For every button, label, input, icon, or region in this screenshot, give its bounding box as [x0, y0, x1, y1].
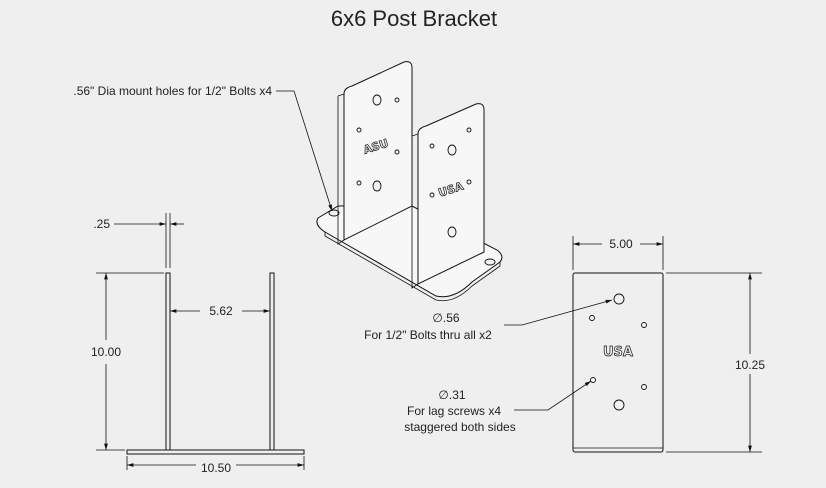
- width-dim: 5.00: [609, 237, 633, 251]
- isometric-view: ASU USA: [316, 61, 503, 302]
- lag-note-1: For lag screws x4: [407, 404, 501, 418]
- iso-mount-hole: [328, 209, 340, 217]
- iso-mount-hole: [484, 258, 496, 266]
- iso-lag-hole: [466, 179, 472, 185]
- mount-hole-note: .56" Dia mount holes for 1/2" Bolts x4: [73, 84, 272, 98]
- iso-right-upright: [417, 103, 485, 285]
- bolt-leader: [504, 299, 613, 326]
- lag-dia-label: ∅.31: [438, 388, 465, 402]
- lag-note-2: staggered both sides: [404, 420, 515, 434]
- iso-right-upright-edge: [411, 133, 419, 289]
- side-plate: [572, 272, 664, 453]
- lag-leader: [514, 380, 592, 411]
- iso-lag-hole: [394, 97, 400, 103]
- drawing-title: 6x6 Post Bracket: [331, 6, 497, 31]
- side-height-dim: 10.25: [735, 358, 765, 372]
- iso-lag-hole: [429, 192, 435, 198]
- iso-lag-hole: [394, 149, 400, 155]
- base-length-dim: 10.50: [201, 461, 231, 475]
- mount-hole-leader: [276, 90, 333, 212]
- front-base-plate: [126, 449, 305, 455]
- bolt-dia-label: ∅.56: [432, 311, 459, 325]
- side-bolt-hole: [613, 399, 625, 411]
- side-lag-hole: [641, 322, 647, 328]
- side-lag-hole: [590, 377, 596, 383]
- side-lag-hole: [589, 315, 595, 321]
- iso-bolt-hole: [372, 94, 382, 106]
- side-emboss: USA: [603, 345, 633, 360]
- front-left-upright: [165, 272, 171, 451]
- iso-lag-hole: [356, 127, 362, 133]
- iso-left-upright: [343, 61, 413, 241]
- iso-lag-hole: [466, 127, 472, 133]
- front-view: [126, 272, 305, 455]
- iso-bolt-hole: [372, 180, 382, 192]
- iso-bolt-hole: [447, 226, 457, 238]
- side-view: USA: [572, 272, 664, 453]
- iso-base-edge: [324, 232, 501, 302]
- bolt-note: For 1/2" Bolts thru all x2: [364, 328, 492, 342]
- iso-lag-hole: [356, 180, 362, 186]
- gap-dim: 5.62: [209, 304, 233, 318]
- side-bolt-hole: [613, 293, 625, 305]
- side-lag-hole: [641, 384, 647, 390]
- thickness-dim: .25: [93, 217, 110, 231]
- iso-lag-hole: [429, 143, 435, 149]
- iso-bolt-hole: [447, 144, 457, 156]
- iso-left-upright-edge: [337, 93, 345, 245]
- height-dim: 10.00: [91, 345, 121, 359]
- front-right-upright: [269, 272, 275, 451]
